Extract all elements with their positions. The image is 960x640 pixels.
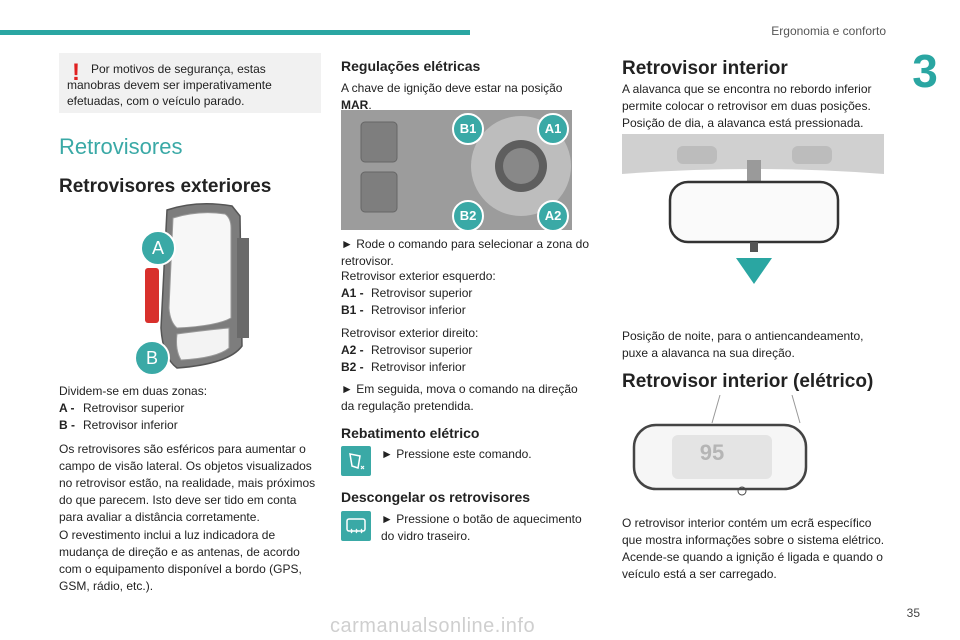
defrost-text: ► Pressione o botão de aquecimento do vi… bbox=[381, 512, 582, 543]
label-a1-badge: A1 bbox=[537, 113, 569, 145]
step-select-zone: ► Rode o comando para selecionar a zona … bbox=[341, 237, 590, 268]
folding-button-icon bbox=[341, 446, 371, 476]
interior-mirror-title: Retrovisor interior bbox=[622, 58, 788, 79]
label-b2-badge: B2 bbox=[452, 200, 484, 232]
rear-defrost-icon bbox=[341, 511, 371, 541]
list-item: A - Retrovisor superior bbox=[59, 400, 321, 417]
label-a-badge: A bbox=[140, 230, 176, 266]
lever-paragraph: A alavanca que se encontra no rebordo in… bbox=[622, 82, 872, 130]
mirror-display-value: 95 bbox=[699, 440, 725, 465]
ignition-key-position: MAR bbox=[341, 98, 369, 112]
interior-mirror-illustration bbox=[622, 134, 884, 294]
right-mirror-title: Retrovisor exterior direito: bbox=[341, 326, 479, 340]
header-title: Ergonomia e conforto bbox=[771, 24, 886, 38]
ignition-note-prefix: A chave de ignição deve estar na posição bbox=[341, 81, 563, 95]
list-item: B2 - Retrovisor inferior bbox=[341, 359, 593, 376]
spherical-paragraph: Os retrovisores são esféricos para aumen… bbox=[59, 442, 316, 524]
list-item: A1 - Retrovisor superior bbox=[341, 285, 593, 302]
header-bar bbox=[0, 30, 470, 35]
left-mirror-title: Retrovisor exterior esquerdo: bbox=[341, 269, 496, 283]
display-paragraph: O retrovisor interior contém um ecrã esp… bbox=[622, 516, 885, 581]
item-key: B - bbox=[59, 418, 75, 432]
casing-paragraph: O revestimento inclui a luz indicadora d… bbox=[59, 528, 302, 593]
electric-adjust-title: Regulações elétricas bbox=[341, 58, 481, 74]
ignition-note-suffix: . bbox=[368, 98, 372, 112]
night-position-paragraph: Posição de noite, para o antiencandeamen… bbox=[622, 329, 864, 360]
item-key: B1 - bbox=[341, 303, 364, 317]
item-key: B2 - bbox=[341, 360, 364, 374]
zones-intro: Dividem-se em duas zonas: bbox=[59, 384, 208, 398]
item-value: Retrovisor inferior bbox=[371, 360, 466, 374]
folding-text: ► Pressione este comando. bbox=[381, 447, 532, 461]
exterior-mirror-illustration bbox=[137, 198, 257, 373]
right-mirror-list: A2 - Retrovisor superior B2 - Retrovisor i… bbox=[341, 342, 593, 376]
item-key: A - bbox=[59, 401, 75, 415]
item-value: Retrovisor inferior bbox=[371, 303, 466, 317]
item-value: Retrovisor superior bbox=[83, 401, 185, 415]
warning-box: ! Por motivos de segurança, estas manobr… bbox=[59, 53, 321, 113]
electric-interior-mirror-title: Retrovisor interior (elétrico) bbox=[622, 371, 874, 392]
warning-text: Por motivos de segurança, estas manobras… bbox=[67, 62, 272, 108]
ignition-note: A chave de ignição deve estar na posição… bbox=[341, 80, 593, 114]
page-number: 35 bbox=[906, 606, 920, 620]
item-value: Retrovisor superior bbox=[371, 286, 473, 300]
left-mirror-list: A1 - Retrovisor superior B1 - Retrovisor i… bbox=[341, 285, 593, 319]
list-item: B1 - Retrovisor inferior bbox=[341, 302, 593, 319]
folding-title: Rebatimento elétrico bbox=[341, 425, 480, 441]
exterior-mirrors-title: Retrovisores exteriores bbox=[59, 176, 272, 197]
label-b-badge: B bbox=[134, 340, 170, 376]
list-item: B - Retrovisor inferior bbox=[59, 417, 321, 434]
defrost-title: Descongelar os retrovisores bbox=[341, 489, 531, 505]
item-key: A2 - bbox=[341, 343, 364, 357]
item-value: Retrovisor superior bbox=[371, 343, 473, 357]
label-a2-badge: A2 bbox=[537, 200, 569, 232]
list-item: A2 - Retrovisor superior bbox=[341, 342, 593, 359]
watermark: carmanualsonline.info bbox=[330, 615, 536, 637]
electric-mirror-illustration bbox=[632, 394, 808, 497]
zones-list: A - Retrovisor superior B - Retrovisor inf… bbox=[59, 400, 321, 434]
label-b1-badge: B1 bbox=[452, 113, 484, 145]
section-title: Retrovisores bbox=[59, 134, 183, 159]
chapter-number: 3 bbox=[912, 45, 938, 97]
item-key: A1 - bbox=[341, 286, 364, 300]
warning-icon: ! bbox=[72, 59, 80, 86]
item-value: Retrovisor inferior bbox=[83, 418, 178, 432]
step-move-control: ► Em seguida, mova o comando na direção … bbox=[341, 382, 578, 413]
